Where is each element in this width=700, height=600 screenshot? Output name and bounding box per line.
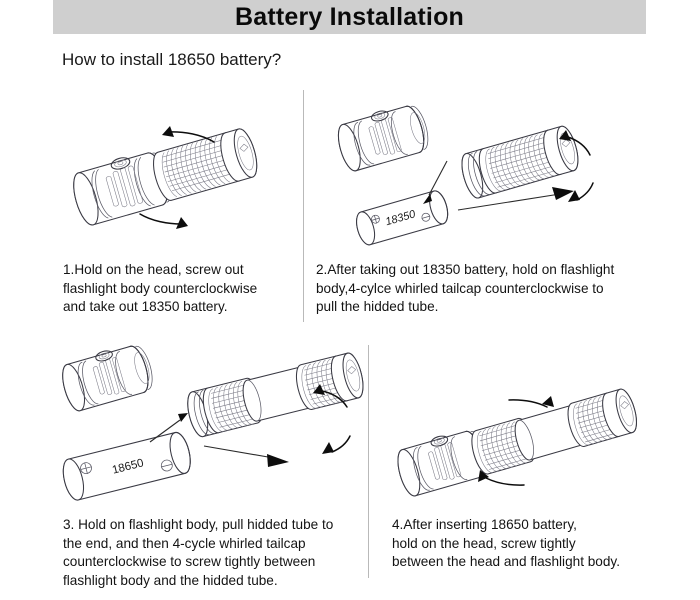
caption-line: flashlight body and the hidded tube. <box>63 572 278 588</box>
caption-line: 2.After taking out 18350 battery, hold o… <box>316 262 615 277</box>
short-flashlight-diagram <box>73 126 258 229</box>
caption-panel-2: 2.After taking out 18350 battery, hold o… <box>316 261 614 317</box>
caption-panel-4: 4.After inserting 18650 battery, hold on… <box>392 516 620 572</box>
caption-panel-1: 1.Hold on the head, screw out flashlight… <box>63 261 257 317</box>
battery-negative-terminal-icon <box>160 459 173 472</box>
battery-positive-terminal-icon <box>371 214 380 224</box>
caption-line: 3. Hold on flashlight body, pull hidded … <box>63 517 334 532</box>
flashlight-head-detached <box>62 345 153 412</box>
flashlight-body-knurled <box>153 128 258 201</box>
page-title-banner: Battery Installation <box>53 0 646 34</box>
caption-line: hold on the head, screw tightly <box>392 535 576 551</box>
caption-line: between the head and flashlight body. <box>392 554 620 569</box>
rotation-arrow-group <box>313 384 351 454</box>
power-button-icon <box>95 350 113 362</box>
rotation-arrow-group <box>139 126 215 229</box>
illustration-panel-2: 18350 <box>330 92 650 252</box>
caption-panel-3: 3. Hold on flashlight body, pull hidded … <box>63 516 333 590</box>
flashlight-body-tailcap <box>461 125 579 199</box>
caption-line: pull the hidded tube. <box>316 299 439 314</box>
page-title: Battery Installation <box>234 2 465 31</box>
caption-line: and take out 18350 battery. <box>63 299 228 314</box>
flashlight-body-extended <box>187 352 364 438</box>
illustration-panel-3: 18650 <box>56 338 386 503</box>
tailcap <box>567 388 637 447</box>
battery-positive-terminal-icon <box>80 462 92 475</box>
long-flashlight-diagram <box>397 388 637 497</box>
caption-line: 4.After inserting 18650 battery, <box>392 517 577 532</box>
knurl-texture <box>161 136 237 197</box>
illustration-panel-4 <box>388 368 673 508</box>
battery-negative-terminal-icon <box>421 212 431 222</box>
battery-18650: 18650 <box>62 431 191 501</box>
knurl-texture <box>485 133 560 192</box>
caption-line: 1.Hold on the head, screw out <box>63 262 244 277</box>
subtitle-question: How to install 18650 battery? <box>62 50 282 69</box>
pull-direction-arrow <box>457 187 574 211</box>
pull-direction-arrow <box>203 445 289 467</box>
head-18650-extended-tube-diagram: 18650 <box>62 345 364 501</box>
flashlight-head-detached <box>337 105 429 172</box>
rotation-arrow-group <box>478 396 554 486</box>
flashlight-head <box>73 151 177 226</box>
rotation-arrow-group <box>559 130 594 202</box>
caption-line: body,4-cylce whirled tailcap countercloc… <box>316 280 604 296</box>
caption-line: the end, and then 4-cycle whirled tailca… <box>63 535 306 551</box>
knurl-texture <box>208 381 257 432</box>
caption-line: flashlight body counterclockwise <box>63 280 258 296</box>
caption-line: counterclockwise to screw tightly betwee… <box>63 554 316 569</box>
illustration-panel-1 <box>58 96 308 246</box>
cooling-fins <box>428 442 462 480</box>
divider-vertical-bottom <box>368 345 369 578</box>
power-button-icon <box>371 110 389 122</box>
divider-vertical-top <box>303 90 304 322</box>
head-battery-tailcap-diagram: 18350 <box>337 105 594 246</box>
leader-arrow-head-to-battery <box>423 160 448 204</box>
battery-18350: 18350 <box>356 190 449 246</box>
leader-arrow-battery-to-body <box>149 413 188 443</box>
power-button-icon <box>110 157 131 170</box>
power-button-icon <box>430 435 449 447</box>
